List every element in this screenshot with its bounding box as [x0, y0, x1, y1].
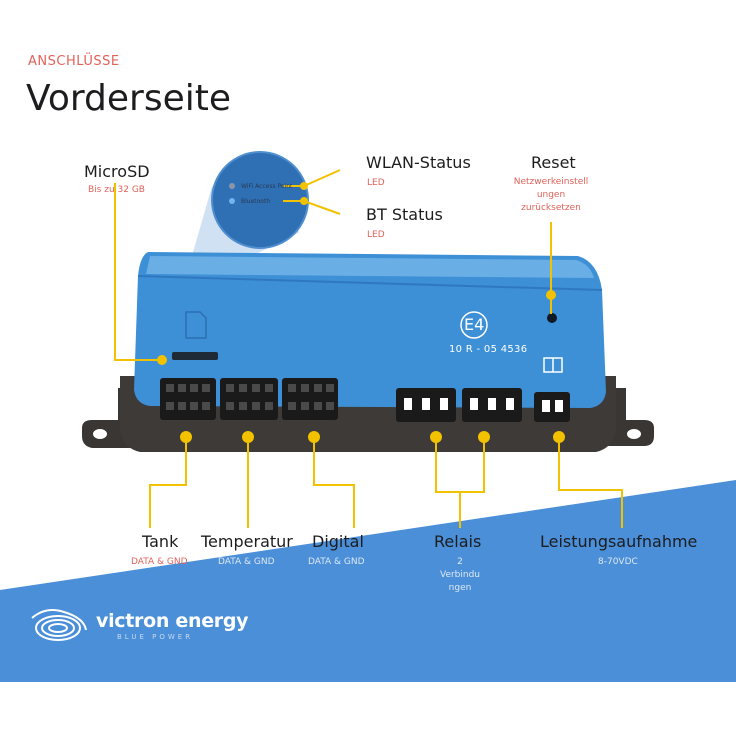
section-eyebrow: ANSCHLÜSSE	[28, 54, 120, 69]
bluetooth-led-label: Bluetooth	[241, 198, 271, 205]
led-zoom-circle	[212, 152, 308, 248]
microsd-sub: Bis zu 32 GB	[88, 185, 145, 195]
digital-sub: DATA & GND	[308, 557, 365, 567]
housing-highlight	[146, 256, 594, 278]
relais-label: Relais	[434, 532, 482, 551]
victron-logo-mark	[31, 609, 87, 641]
page-title: Vorderseite	[26, 78, 231, 119]
digital-label: Digital	[312, 532, 364, 551]
reset-sub: Netzwerkeinstell ungen zurücksetzen	[513, 177, 589, 213]
temperatur-sub: DATA & GND	[218, 557, 275, 567]
brand-band	[0, 480, 736, 682]
microsd-slot	[172, 352, 218, 360]
wlan-led	[229, 183, 235, 189]
microsd-icon	[185, 311, 207, 339]
left-mounting-hole	[93, 429, 107, 439]
relais-pins	[404, 398, 514, 410]
temperatur-connector	[220, 378, 278, 420]
power-pins	[542, 400, 563, 412]
callout-lines	[114, 169, 623, 528]
e-mark: E4	[464, 315, 485, 334]
wlan-status-label: WLAN-Status	[366, 153, 471, 172]
device-housing	[134, 252, 606, 408]
approval-number: 10 R - 05 4536	[449, 344, 528, 355]
brand-tagline: BLUE POWER	[117, 633, 194, 641]
right-mounting-hole	[627, 429, 641, 439]
callout-dots	[157, 182, 565, 443]
brand-name: victron energy	[96, 610, 249, 632]
tank-label: Tank	[142, 532, 179, 551]
wifi-led-label: WiFi Access Point	[241, 183, 293, 190]
bt-led	[229, 198, 235, 204]
wlan-status-sub: LED	[367, 178, 385, 188]
leistungsaufnahme-label: Leistungsaufnahme	[540, 532, 698, 551]
bt-status-sub: LED	[367, 230, 385, 240]
relais-sub: 2 Verbindu ngen	[439, 557, 481, 593]
reset-button	[547, 313, 557, 323]
connector-pins	[166, 384, 334, 410]
tank-sub: DATA & GND	[131, 557, 188, 567]
housing-rim	[137, 275, 603, 291]
power-connector	[534, 392, 570, 422]
reset-label: Reset	[531, 153, 576, 172]
bt-status-label: BT Status	[366, 205, 443, 224]
e-mark-ring	[460, 311, 488, 339]
microsd-label: MicroSD	[84, 162, 150, 181]
leistungsaufnahme-sub: 8-70VDC	[598, 557, 638, 567]
temperatur-label: Temperatur	[201, 532, 293, 551]
